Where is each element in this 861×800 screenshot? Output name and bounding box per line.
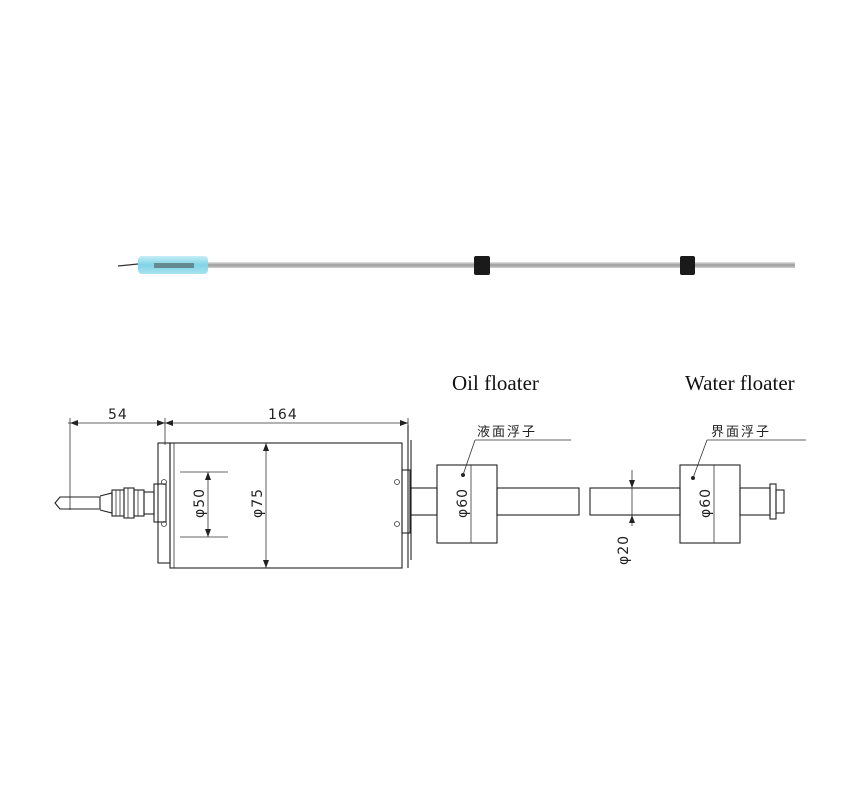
dim-164-label: 164 (268, 407, 298, 423)
dim-d60-oil-label: φ60 (455, 488, 471, 518)
dim-d50-label: φ50 (192, 488, 208, 518)
top-dimensions: 54 164 (68, 407, 409, 510)
oil-floater-drawing: 液面浮子 φ60 (436, 425, 571, 544)
dim-d60-water-label: φ60 (698, 488, 714, 518)
dim-d20-label: φ20 (616, 535, 632, 565)
water-floater-cn-label: 界面浮子 (711, 425, 771, 440)
water-floater-drawing: 界面浮子 φ60 (679, 425, 806, 544)
probe-cable (117, 263, 139, 267)
rod-photo (205, 262, 795, 268)
rod-drawing: φ20 (410, 470, 681, 565)
oil-floater-photo (474, 256, 490, 275)
dim-d75-label: φ75 (250, 488, 266, 518)
housing-drawing: φ50 φ75 (157, 425, 412, 569)
water-floater-title: Water floater (685, 371, 795, 395)
oil-floater-cn-label: 液面浮子 (477, 425, 537, 440)
housing-label-photo (154, 263, 194, 268)
product-photo (117, 256, 795, 275)
dim-54-label: 54 (108, 407, 128, 423)
connector-drawing (54, 483, 167, 523)
oil-floater-title: Oil floater (452, 371, 539, 395)
water-floater-photo (680, 256, 695, 275)
